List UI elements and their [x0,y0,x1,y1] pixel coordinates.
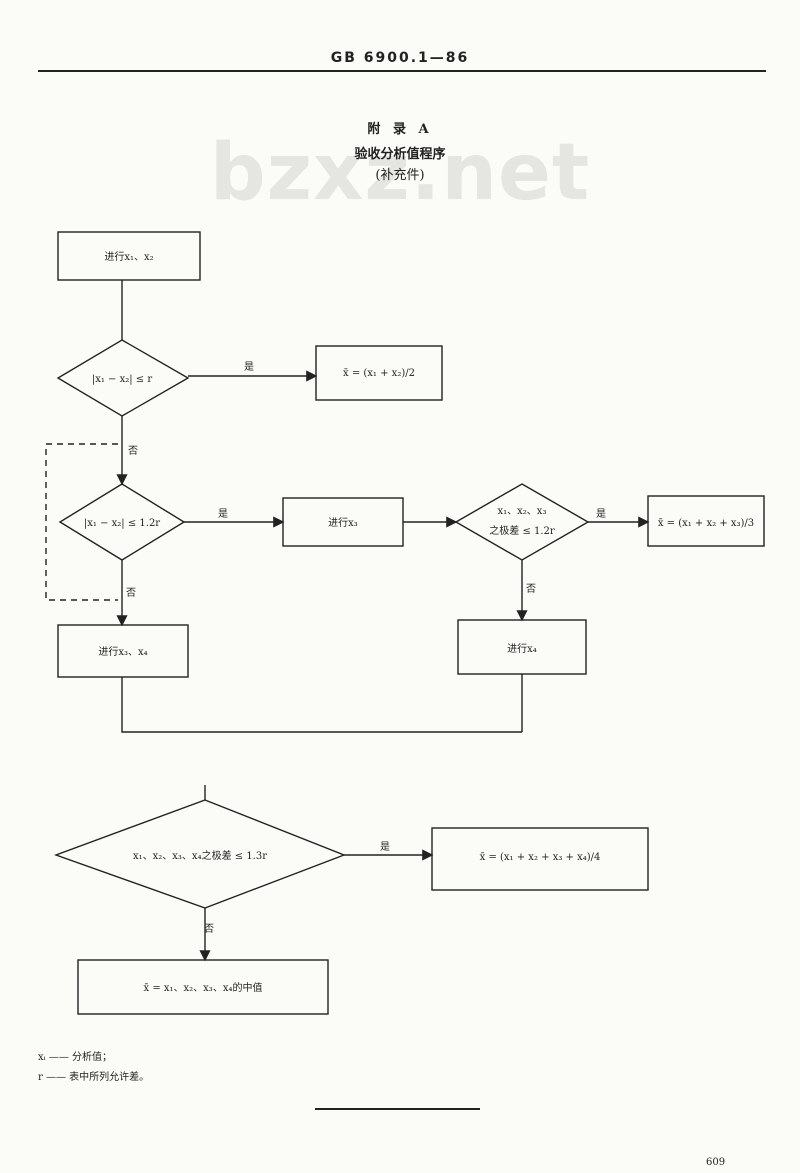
decision-3-label-top: x₁、x₂、x₃ [498,506,547,517]
decision-1-label: |x₁ − x₂| ≤ r [92,374,153,385]
box-x3-x4-label: 进行x₃、x₄ [98,645,147,658]
result-3-box [647,495,765,547]
header-rule [38,70,766,72]
decision-3-diamond [454,483,590,561]
no-label-1: 否 [128,445,138,457]
box-x3-x4 [57,624,189,678]
yes-label-2: 是 [218,508,228,520]
dashed-loop [45,443,118,601]
yes-label-3: 是 [596,508,606,520]
watermark: bzxz.net [209,128,591,218]
footer-rule [315,1108,480,1110]
box-x4-label: 进行x₄ [507,642,537,655]
result-median-label: x̄ = x₁、x₂、x₃、x₄的中值 [144,981,263,994]
yes-label-4: 是 [380,841,390,853]
result-3-label: x̄ = (x₁ + x₂ + x₃)/3 [658,518,754,529]
decision-4-label: x₁、x₂、x₃、x₄之极差 ≤ 1.3r [133,849,267,862]
legend-r: r —— 表中所列允许差。 [38,1072,150,1083]
result-median-box [77,959,329,1015]
no-label-4: 否 [204,923,214,935]
result-1-label: x̄ = (x₁ + x₂)/2 [343,368,415,379]
result-4-box [431,827,649,891]
legend-xi: xᵢ —— 分析值； [38,1052,113,1063]
start-box [57,231,201,281]
start-box-label: 进行x₁、x₂ [104,250,153,263]
appendix-note: (补充件) [375,168,425,183]
connector [121,677,522,733]
no-label-3: 否 [526,583,536,595]
standard-number: GB 6900.1—86 [330,50,470,66]
no-label-2: 否 [126,587,136,599]
yes-label-1: 是 [244,361,254,373]
result-4-label: x̄ = (x₁ + x₂ + x₃ + x₄)/4 [480,852,601,863]
decision-2-label: |x₁ − x₂| ≤ 1.2r [84,518,160,529]
appendix-subtitle: 验收分析值程序 [354,147,446,162]
result-1-box [315,345,443,401]
page-number: 609 [706,1157,726,1168]
appendix-title: 附 录 A [367,122,433,137]
box-x3-label: 进行x₃ [328,516,358,529]
decision-3-label-bottom: 之极差 ≤ 1.2r [489,524,555,537]
